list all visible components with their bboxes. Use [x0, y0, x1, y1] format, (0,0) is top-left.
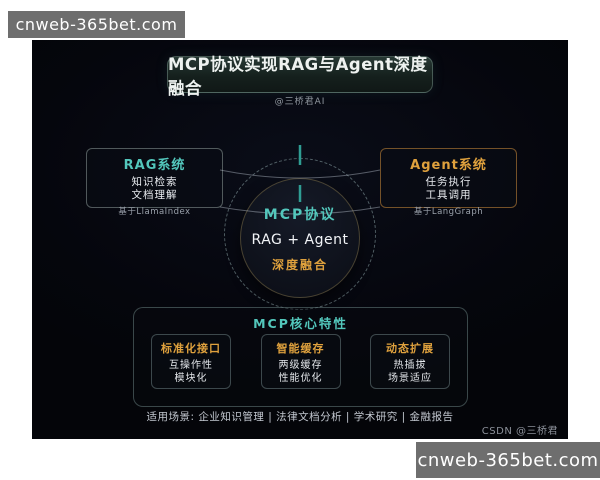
rag-item: 知识检索 — [131, 176, 178, 188]
feature-item: 互操作性 — [169, 360, 213, 371]
feature-item: 热插拔 — [393, 360, 427, 371]
feature-item: 模块化 — [174, 373, 208, 384]
agent-base-note: 基于LangGraph — [413, 207, 484, 217]
agent-system-title: Agent系统 — [410, 158, 487, 173]
author-byline: @三桥君AI — [274, 97, 326, 107]
rag-system-box: RAG系统 知识检索 文档理解 基于LlamaIndex — [86, 148, 223, 217]
diagram-title: MCP协议实现RAG与Agent深度融合 — [167, 55, 433, 98]
mcp-features-panel: MCP核心特性 标准化接口 互操作性 模块化 智能缓存 两级缓存 性能优化 动态… — [133, 307, 468, 407]
feature-card-dynamic-extension: 动态扩展 热插拔 场景适应 — [370, 334, 450, 389]
feature-title: 智能缓存 — [276, 342, 325, 355]
watermark-bottom: cnweb-365bet.com — [416, 442, 600, 478]
feature-title: 动态扩展 — [386, 342, 434, 355]
agent-item: 工具调用 — [425, 189, 472, 201]
agent-system-box: Agent系统 任务执行 工具调用 基于LangGraph — [380, 148, 517, 217]
diagram-canvas: MCP协议实现RAG与Agent深度融合 @三桥君AI RAG系统 知识检索 文… — [32, 40, 568, 439]
agent-item: 任务执行 — [425, 176, 472, 188]
connector-lines — [219, 145, 381, 215]
rag-plus-agent-label: RAG + Agent — [251, 231, 349, 248]
mcp-features-row: 标准化接口 互操作性 模块化 智能缓存 两级缓存 性能优化 动态扩展 热插拔 场… — [134, 334, 467, 389]
rag-item: 文档理解 — [131, 189, 178, 201]
feature-card-standard-interface: 标准化接口 互操作性 模块化 — [151, 334, 231, 389]
feature-item: 场景适应 — [388, 373, 432, 384]
rag-system-title: RAG系统 — [123, 158, 186, 173]
watermark-top: cnweb-365bet.com — [8, 11, 185, 38]
deep-fusion-label: 深度融合 — [271, 257, 328, 272]
fusion-circle-content: MCP协议 RAG + Agent 深度融合 — [240, 178, 360, 298]
mcp-protocol-label: MCP协议 — [263, 206, 337, 223]
feature-card-smart-cache: 智能缓存 两级缓存 性能优化 — [260, 334, 341, 389]
feature-title: 标准化接口 — [161, 342, 221, 355]
feature-item: 两级缓存 — [278, 360, 323, 371]
lower-link-arc — [219, 206, 381, 215]
use-cases-line: 适用场景: 企业知识管理 | 法律文档分析 | 学术研究 | 金融报告 — [146, 411, 454, 423]
rag-base-note: 基于LlamaIndex — [118, 207, 191, 217]
csdn-credit: CSDN @三桥君 — [481, 426, 558, 437]
mcp-features-header: MCP核心特性 — [253, 316, 348, 331]
upper-link-arc — [219, 169, 381, 179]
feature-item: 性能优化 — [278, 373, 323, 384]
